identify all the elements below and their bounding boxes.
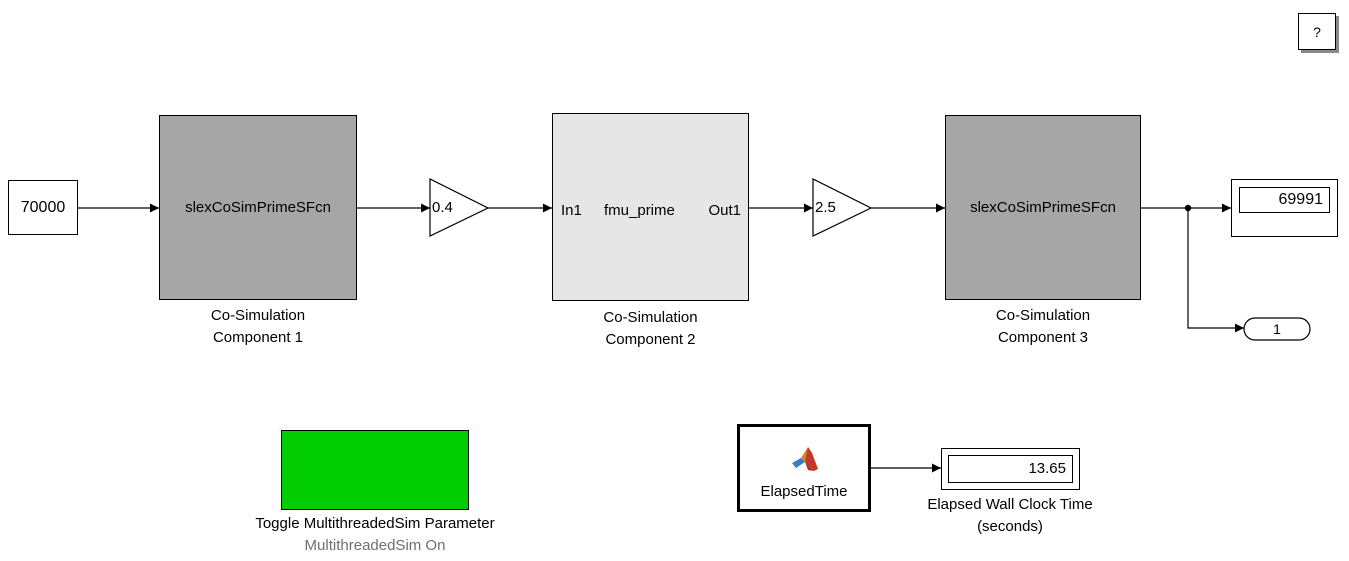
component-1-caption: Co-Simulation Component 1 xyxy=(159,305,357,349)
component-3-caption: Co-Simulation Component 3 xyxy=(945,305,1141,349)
toggle-multithreaded-button[interactable] xyxy=(281,430,469,510)
elapsed-time-display-value: 13.65 xyxy=(948,455,1073,483)
wire-branch-to-outport xyxy=(1187,208,1244,333)
constant-block[interactable]: 70000 xyxy=(8,180,78,235)
output-display-value: 69991 xyxy=(1239,187,1330,213)
toggle-status-text: MultithreadedSim On xyxy=(304,537,446,554)
component-2-caption-line2: Component 2 xyxy=(605,331,696,348)
cosim-component-1-block[interactable]: slexCoSimPrimeSFcn xyxy=(159,115,357,300)
outport-1-label[interactable]: 1 xyxy=(1273,321,1281,337)
fmu-input-port-label: In1 xyxy=(561,202,582,219)
gain1-triangle xyxy=(429,178,490,237)
elapsed-caption-line2: (seconds) xyxy=(977,518,1043,535)
branch-point xyxy=(1184,204,1192,212)
component-2-caption: Co-Simulation Component 2 xyxy=(552,307,749,351)
gain-1-value[interactable]: 0.4 xyxy=(432,199,453,216)
component-2-caption-line1: Co-Simulation xyxy=(603,309,698,326)
constant-value: 70000 xyxy=(20,198,66,216)
gain-2-value[interactable]: 2.5 xyxy=(815,199,836,216)
toggle-caption-text: Toggle MultithreadedSim Parameter xyxy=(255,515,495,532)
fmu-function-name: fmu_prime xyxy=(604,202,675,219)
elapsed-display-caption: Elapsed Wall Clock Time (seconds) xyxy=(880,494,1140,538)
cosim-component-3-block[interactable]: slexCoSimPrimeSFcn xyxy=(945,115,1141,300)
cosim-component-2-block[interactable]: In1 fmu_prime Out1 xyxy=(552,113,749,301)
component-3-function: slexCoSimPrimeSFcn xyxy=(970,199,1116,216)
component-3-caption-line1: Co-Simulation xyxy=(995,307,1091,324)
fmu-output-port-label: Out1 xyxy=(708,202,741,219)
component-1-function: slexCoSimPrimeSFcn xyxy=(185,199,331,216)
component-1-caption-line1: Co-Simulation xyxy=(210,307,306,324)
outport-shape xyxy=(1243,317,1311,341)
elapsed-time-display-block[interactable]: 13.65 xyxy=(941,448,1080,490)
gain2-triangle xyxy=(812,178,873,237)
elapsed-time-label: ElapsedTime xyxy=(760,483,848,500)
matlab-logo-icon xyxy=(790,445,820,478)
component-3-caption-line2: Component 3 xyxy=(997,329,1089,346)
output-display-block[interactable]: 69991 xyxy=(1231,179,1338,237)
elapsed-time-function-block[interactable]: ElapsedTime xyxy=(737,424,871,512)
help-button[interactable]: ? xyxy=(1298,13,1336,50)
component-1-caption-line2: Component 1 xyxy=(212,329,304,346)
elapsed-caption-line1: Elapsed Wall Clock Time xyxy=(927,496,1093,513)
toggle-caption: Toggle MultithreadedSim Parameter Multit… xyxy=(200,513,550,557)
